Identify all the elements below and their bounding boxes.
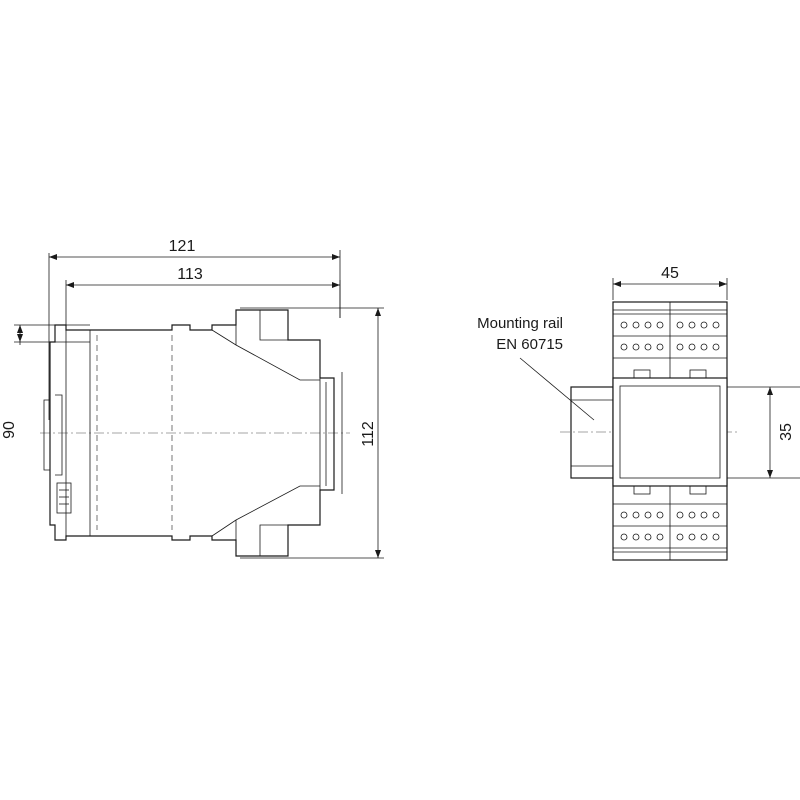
terminal-block-top <box>613 313 727 359</box>
dimension-112: 112 <box>240 307 384 559</box>
dim-label-112: 112 <box>360 421 377 447</box>
dimension-90: 90 <box>1 324 90 439</box>
dimension-113: 113 <box>65 266 341 330</box>
dim-label-35: 35 <box>778 423 795 441</box>
side-view: 121 113 90 112 <box>1 238 384 559</box>
terminal-row-2 <box>620 343 720 351</box>
dim-label-90: 90 <box>1 421 18 439</box>
terminal-row-4 <box>620 533 720 541</box>
dim-label-45: 45 <box>661 265 679 282</box>
terminal-row-1 <box>620 321 720 329</box>
terminal-block-bottom <box>613 503 727 549</box>
front-view: 45 35 <box>477 265 800 561</box>
dimension-45: 45 <box>612 265 728 300</box>
rail-label-line2: EN 60715 <box>496 336 563 353</box>
rail-leader-line <box>519 357 595 421</box>
dimension-121: 121 <box>48 238 341 420</box>
relay-housing-side <box>43 309 343 557</box>
rail-label-line1: Mounting rail <box>477 315 563 332</box>
dimension-35: 35 <box>727 386 800 479</box>
terminal-row-3 <box>620 511 720 519</box>
dim-label-113: 113 <box>177 266 203 283</box>
rail-callout: Mounting rail EN 60715 <box>477 315 595 421</box>
relay-module-front <box>612 301 728 561</box>
dim-label-121: 121 <box>169 238 196 255</box>
